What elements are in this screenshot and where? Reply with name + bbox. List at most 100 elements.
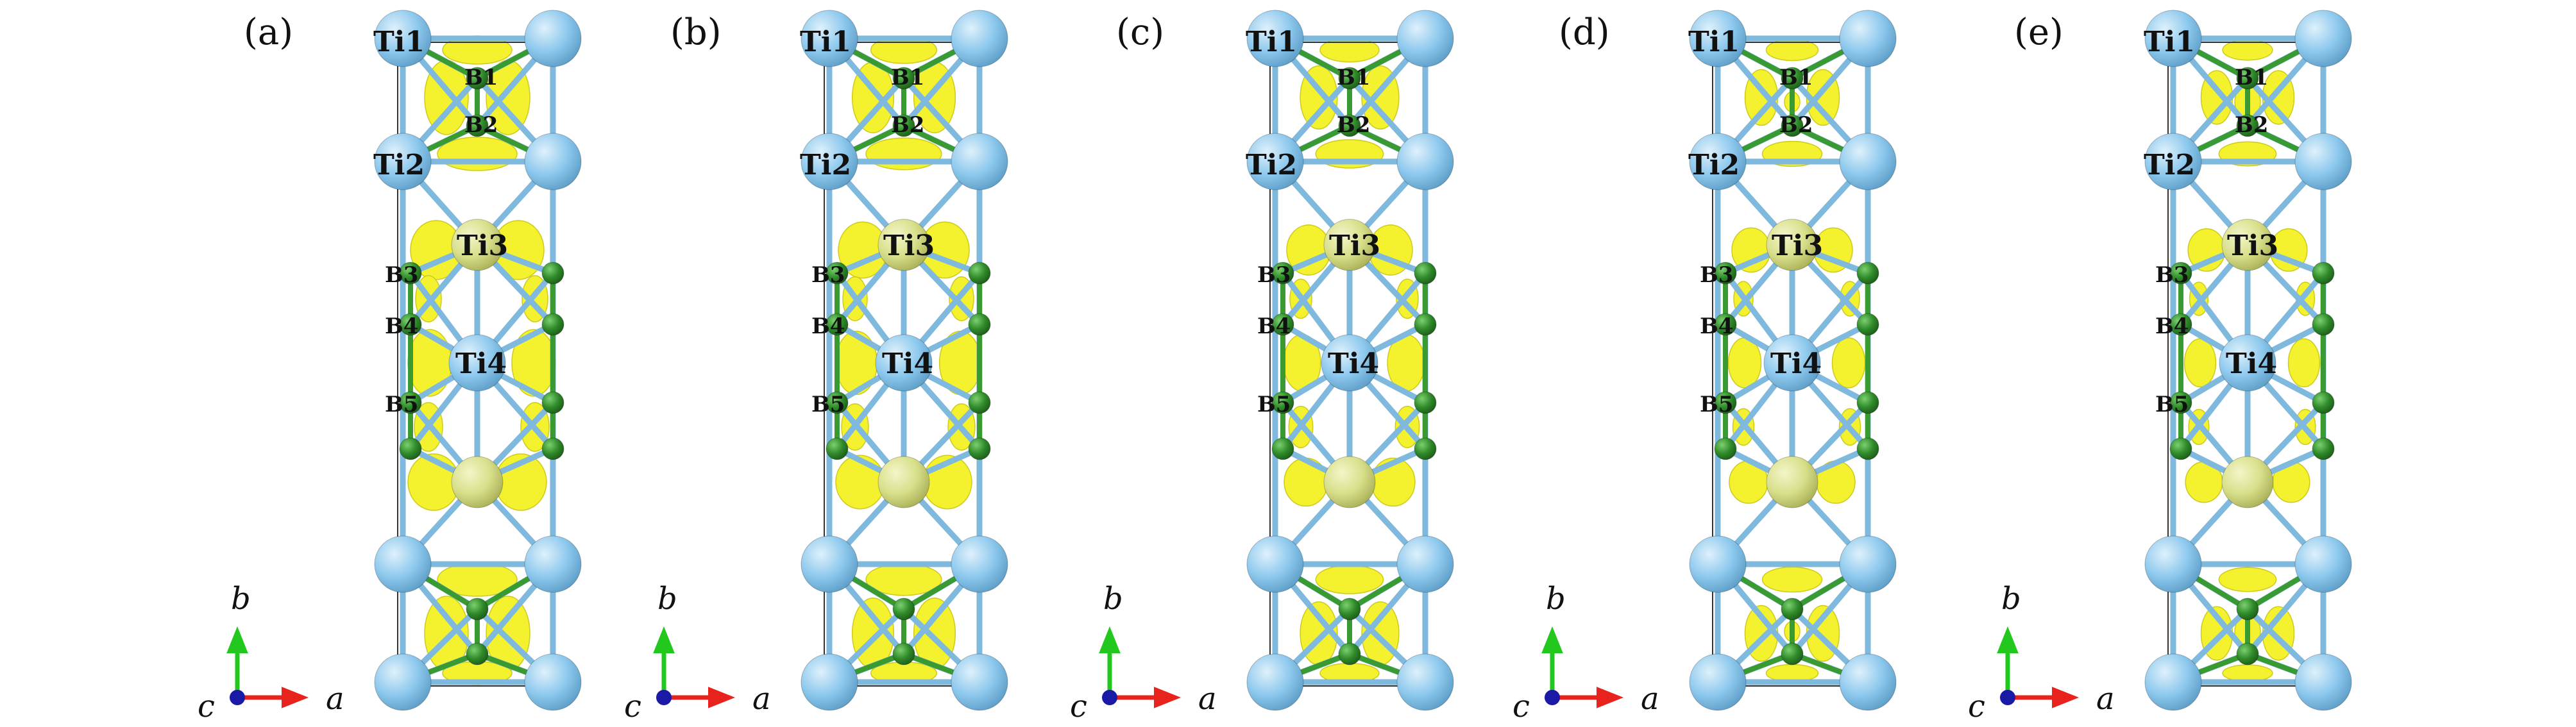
isosurface-lobe	[2218, 567, 2277, 592]
ti-atom-center	[877, 456, 930, 508]
ti-atom-center	[1766, 219, 1818, 271]
b-atom	[1338, 114, 1361, 137]
atom-label-ti1: Ti1	[373, 26, 425, 58]
b-atom	[1856, 391, 1879, 414]
atom-label-b4: B4	[1257, 313, 1291, 339]
ti-atom	[2144, 653, 2202, 711]
axis-label-a: a	[1641, 681, 1659, 717]
b-atom	[1271, 391, 1294, 414]
ti-atom	[1763, 334, 1821, 392]
panel-label: (c)	[1116, 12, 1165, 53]
atom-label-b1: B1	[891, 65, 924, 90]
atom-label-b3: B3	[1700, 262, 1733, 288]
b-atom	[1714, 313, 1737, 336]
b-atom	[1271, 313, 1294, 336]
ti-atom	[374, 653, 432, 711]
atom-label-b2: B2	[1779, 112, 1813, 138]
ti-atom	[374, 133, 432, 190]
ti-atom	[1839, 653, 1897, 711]
b-atom	[399, 437, 422, 460]
b-atom	[2236, 67, 2259, 90]
atom-label-ti4: Ti4	[455, 347, 507, 380]
axis-c-dot	[656, 690, 672, 705]
b-atom	[466, 114, 489, 137]
axes-triad: abc	[1968, 581, 2115, 724]
b-atom	[1856, 437, 1879, 460]
ti-atom	[1839, 535, 1897, 593]
b-atom	[1414, 437, 1437, 460]
panel-label: (d)	[1559, 12, 1610, 53]
ti-atom	[374, 535, 432, 593]
b-atom	[826, 437, 849, 460]
ti-atom	[2219, 334, 2276, 392]
b-atom	[1714, 391, 1737, 414]
b-atom	[466, 67, 489, 90]
ti-atom	[524, 133, 582, 190]
atom-label-ti3: Ti3	[883, 230, 935, 262]
axis-label-a: a	[1198, 681, 1217, 717]
axis-label-a: a	[752, 681, 771, 717]
atom-label-b4: B4	[811, 313, 845, 339]
b-atom	[892, 642, 915, 665]
ti-atom-center	[451, 456, 504, 508]
panel-label: (e)	[2014, 12, 2063, 53]
b-atom	[1338, 67, 1361, 90]
b-atom	[2169, 391, 2192, 414]
b-atom	[399, 262, 422, 285]
ti-atom	[2294, 10, 2352, 67]
ti-atom	[1246, 133, 1304, 190]
b-atom	[1714, 437, 1737, 460]
atom-label-b2: B2	[891, 112, 924, 138]
atom-label-ti2: Ti2	[1688, 149, 1740, 181]
atoms-group	[801, 10, 1008, 711]
ti-atom	[1689, 10, 1747, 67]
b-atom	[2169, 437, 2192, 460]
atom-label-b5: B5	[1700, 392, 1733, 417]
ti-atom	[2294, 653, 2352, 711]
b-atom	[1414, 262, 1437, 285]
ti-atom	[951, 535, 1008, 593]
ti-atom	[951, 10, 1008, 67]
axis-label-c: c	[198, 689, 215, 724]
atom-label-ti4: Ti4	[1328, 347, 1379, 380]
atom-label-ti2: Ti2	[373, 149, 425, 181]
atom-label-b2: B2	[464, 112, 498, 138]
atom-label-b1: B1	[1337, 65, 1370, 90]
atom-label-ti3: Ti3	[457, 230, 508, 262]
ti-atom	[1689, 133, 1747, 190]
atom-label-ti1: Ti1	[1246, 26, 1297, 58]
b-atom	[1271, 262, 1294, 285]
atom-label-ti1: Ti1	[2144, 26, 2195, 58]
b-atom	[1271, 437, 1294, 460]
ti-atom-center	[1766, 456, 1818, 508]
b-atom	[968, 437, 991, 460]
b-atom	[1781, 642, 1804, 665]
atom-label-b4: B4	[2155, 313, 2189, 339]
b-atom	[541, 262, 564, 285]
axis-label-a: a	[2096, 681, 2115, 717]
b-atom	[892, 67, 915, 90]
isosurface-lobe	[2183, 338, 2217, 388]
atom-label-b1: B1	[464, 65, 498, 90]
ti-atom	[524, 535, 582, 593]
atom-label-b3: B3	[2155, 262, 2189, 288]
b-atom	[541, 437, 564, 460]
b-atom	[1414, 391, 1437, 414]
b-atom	[826, 391, 849, 414]
b-atom	[968, 262, 991, 285]
atom-label-b2: B2	[1337, 112, 1370, 138]
